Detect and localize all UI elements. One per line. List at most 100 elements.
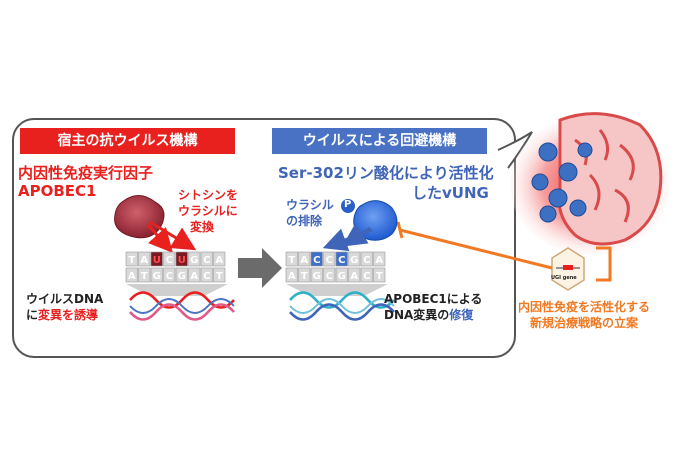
right-base-letter: G (313, 271, 321, 282)
right-base-box (323, 251, 336, 267)
phospho-circle (341, 199, 355, 213)
right-base-box (373, 267, 386, 283)
virus-evasion-header: ウイルスによる回避機構 (272, 128, 487, 154)
left-base-box (138, 267, 151, 283)
right-base-letter: C (363, 255, 370, 266)
left-base-letter: C (166, 255, 173, 266)
vung-title-line2: したvUNG (412, 184, 489, 202)
viral-dna-label: ウイルスDNA (26, 292, 104, 306)
left-base-box (138, 251, 151, 267)
vung-title-line1: Ser-302リン酸化により活性化 (278, 164, 494, 182)
right-base-letter: T (376, 271, 383, 282)
left-base-letter: C (203, 255, 210, 266)
left-base-letter: T (141, 271, 148, 282)
left-base-letter: U (178, 255, 186, 266)
left-base-letter: A (128, 271, 136, 282)
ugi-gene-label: UGI gene (551, 275, 577, 281)
right-base-letter: C (338, 255, 345, 266)
right-base-box (310, 267, 323, 283)
virus-particles (531, 142, 593, 223)
right-base-letter: A (350, 271, 358, 282)
right-base-letter: C (326, 271, 333, 282)
uracil-text-line1: ウラシル (286, 198, 334, 212)
left-funnel (126, 284, 228, 296)
left-base-box (175, 267, 188, 283)
left-base-box (150, 267, 163, 283)
right-base-box (360, 251, 373, 267)
right-base-box (348, 251, 361, 267)
inhibition-line (399, 228, 553, 270)
right-base-letter: C (313, 255, 320, 266)
red-arrow-1 (146, 223, 174, 253)
right-base-letter: T (288, 255, 295, 266)
strategy-text-line1: 内因性免疫を活性化する (518, 300, 651, 314)
right-base-box (373, 251, 386, 267)
left-base-box (125, 267, 138, 283)
left-base-box (200, 251, 213, 267)
left-base-letter: A (215, 255, 223, 266)
left-base-box (150, 251, 163, 267)
orange-bracket (596, 246, 612, 282)
convert-text-line3: 変換 (190, 220, 215, 234)
right-base-box (298, 267, 311, 283)
strategy-text-line2: 新規治療戦略の立案 (530, 316, 639, 330)
repair-text-line1: APOBEC1による (384, 292, 483, 306)
inhibition-bar (396, 221, 404, 239)
apobec1-enzyme (114, 195, 165, 239)
right-base-box (285, 251, 298, 267)
right-base-letter: T (301, 271, 308, 282)
right-dna-helix (289, 291, 395, 321)
left-base-letter: G (178, 271, 186, 282)
repair-text-line2: DNA変異の修復 (384, 308, 474, 322)
convert-text-line1: シトシンを (178, 188, 239, 202)
right-base-box (335, 267, 348, 283)
right-base-box (298, 251, 311, 267)
ugi-gene-icon (551, 247, 585, 291)
mutation-label: に変異を誘導 (26, 308, 99, 322)
uracil-text-line2: の排除 (286, 214, 323, 228)
apobec-title-line2: APOBEC1 (18, 182, 97, 200)
left-base-box (175, 251, 188, 267)
blue-arrow-2 (322, 228, 373, 252)
right-base-box (348, 267, 361, 283)
red-arrow-2 (149, 220, 197, 251)
right-base-letter: G (350, 255, 358, 266)
left-base-letter: C (166, 271, 173, 282)
right-base-letter: C (363, 271, 370, 282)
right-base-letter: C (326, 255, 333, 266)
right-base-letter: G (338, 271, 346, 282)
host-mechanism-header: 宿主の抗ウイルス機構 (20, 128, 235, 154)
left-base-letter: T (216, 271, 223, 282)
left-base-box (163, 251, 176, 267)
left-base-letter: G (190, 255, 198, 266)
left-dna-helix (129, 291, 235, 321)
right-funnel (286, 284, 388, 296)
right-base-box (285, 267, 298, 283)
left-base-letter: G (153, 271, 161, 282)
left-base-letter: C (203, 271, 210, 282)
right-base-box (335, 251, 348, 267)
left-base-box (213, 251, 226, 267)
right-base-letter: A (375, 255, 383, 266)
process-arrow (238, 248, 282, 288)
left-base-letter: A (190, 271, 198, 282)
right-base-box (360, 267, 373, 283)
right-base-letter: A (288, 271, 296, 282)
right-base-box (323, 267, 336, 283)
left-base-letter: A (140, 255, 148, 266)
left-base-box (188, 251, 201, 267)
left-base-letter: U (153, 255, 161, 266)
left-base-box (213, 267, 226, 283)
left-base-box (200, 267, 213, 283)
right-base-letter: A (300, 255, 308, 266)
left-base-box (163, 267, 176, 283)
left-base-box (125, 251, 138, 267)
left-base-letter: T (128, 255, 135, 266)
phospho-label: P (344, 199, 352, 210)
right-base-box (310, 251, 323, 267)
bubble-tail (497, 131, 533, 169)
left-base-box (188, 267, 201, 283)
